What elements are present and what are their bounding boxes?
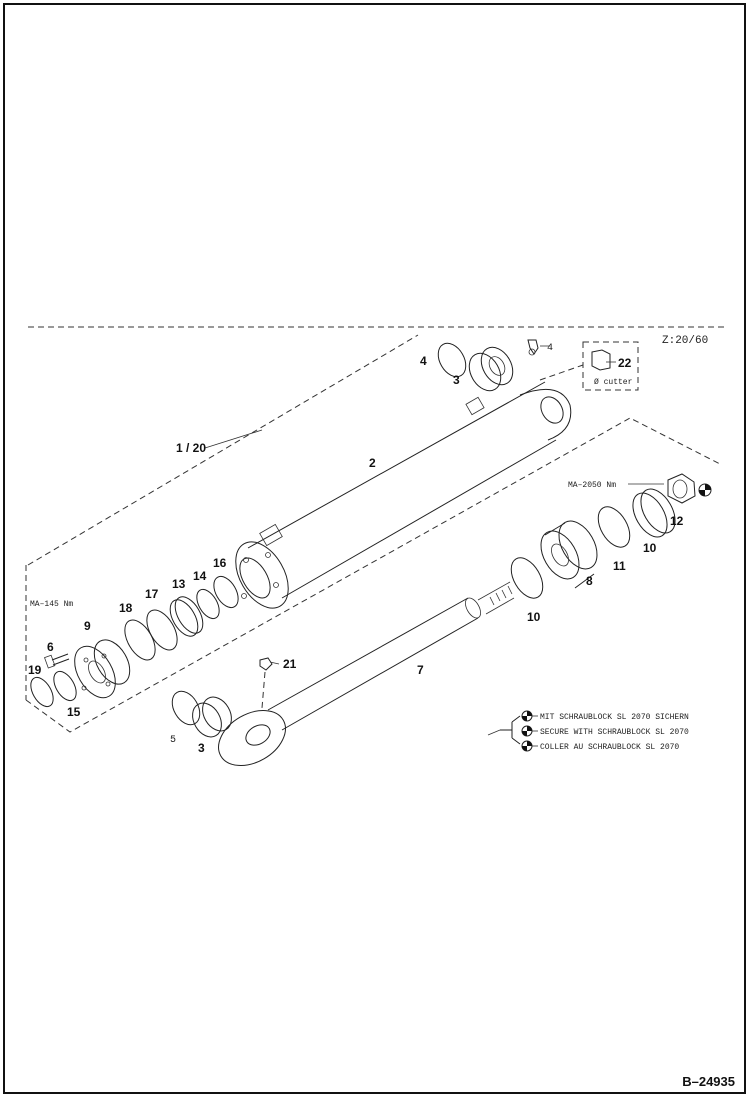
ring-18 — [30, 676, 54, 708]
torque-top: MA–2050 Nm — [568, 481, 616, 490]
part-label-9: 10 — [643, 541, 657, 555]
part-label-17: 18 — [119, 601, 133, 615]
part-label-10a: 10 — [527, 610, 541, 624]
svg-text:Ø cutter: Ø cutter — [594, 378, 633, 387]
locking-note-en: SECURE WITH SCHRAUBLOCK SL 2070 — [540, 728, 689, 737]
locking-note-de: MIT SCHRAUBLOCK SL 2070 SICHERN — [540, 713, 689, 722]
part-label-18: 19 — [28, 663, 42, 677]
piston — [540, 520, 598, 589]
part-label-11: 12 — [670, 514, 684, 528]
ring-15 — [213, 575, 239, 609]
part-label-7: 8 — [586, 574, 593, 588]
assembly-boundary-lower — [25, 417, 723, 733]
ring-4-top — [437, 342, 467, 378]
part-label-14: 15 — [67, 705, 81, 719]
part-label-8: 9 — [84, 619, 91, 633]
ring-16 — [146, 609, 178, 651]
locking-note-fr: COLLER AU SCHRAUBLOCK SL 2070 — [540, 743, 679, 752]
part-label-3b: 3 — [198, 741, 205, 755]
cylinder-barrel — [204, 381, 572, 609]
grease-nipple-top — [527, 339, 539, 356]
part-label-16: 17 — [145, 587, 159, 601]
zoom-code: Z:20/60 — [662, 335, 708, 347]
torque-left: MA–145 Nm — [30, 600, 73, 609]
part-label-4a: 5 — [170, 735, 176, 746]
page-border — [3, 3, 746, 1094]
part-label-1-20: 1 / 20 — [176, 441, 206, 455]
part-label-19: 21 — [283, 657, 297, 671]
cylinder-head-8 — [74, 639, 131, 699]
part-label-4b: 4 — [547, 343, 553, 354]
grease-nipple-19 — [259, 657, 273, 671]
lock-ring-9 — [632, 488, 676, 538]
part-label-2: 2 — [369, 456, 376, 470]
nut-11 — [667, 473, 712, 504]
ring-14 — [53, 670, 77, 702]
drawing-reference: B–24935 — [682, 1074, 735, 1089]
assembly-boundary-upper — [27, 334, 419, 566]
part-label-10b: 11 — [613, 559, 626, 573]
ring-4-bottom — [171, 690, 201, 726]
ring-12 — [169, 596, 204, 637]
part-label-12: 13 — [172, 577, 186, 591]
part-label-15: 16 — [213, 556, 227, 570]
bushing-3-bottom — [192, 696, 232, 738]
part-label-3a: 3 — [453, 373, 460, 387]
grease-fitting-box: Ø cutter — [582, 341, 639, 391]
bolt-5 — [44, 653, 70, 669]
part-label-5: 6 — [47, 640, 54, 654]
locking-note-block — [500, 710, 538, 752]
part-label-4: 4 — [420, 354, 427, 368]
bushing-3-top — [468, 346, 514, 392]
ring-17 — [124, 619, 156, 661]
part-label-13: 14 — [193, 569, 207, 583]
part-label-6: 7 — [417, 663, 424, 677]
seal-ring-10a — [510, 557, 544, 599]
part-label-21: 22 — [618, 356, 632, 370]
ring-13 — [196, 588, 220, 620]
piston-rod — [218, 581, 515, 766]
seal-ring-10b — [597, 506, 631, 548]
